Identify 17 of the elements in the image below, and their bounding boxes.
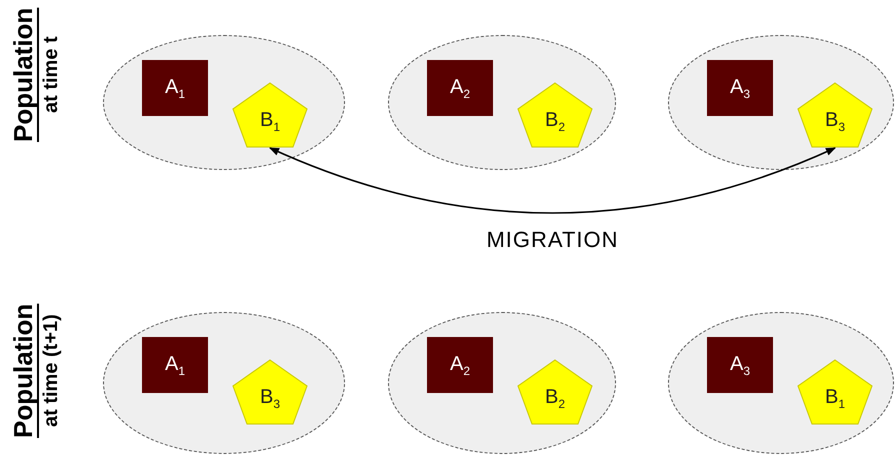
row-subheading: at time (t+1)	[40, 314, 63, 430]
square-marker: A$_{3}$	[707, 337, 773, 393]
row-heading: Population	[8, 6, 39, 144]
square-marker: A$_{3}$	[707, 60, 773, 116]
row-heading: Population	[8, 302, 39, 440]
pentagon-marker: B$_{3}$	[232, 359, 308, 425]
square-marker: A$_{1}$	[142, 60, 208, 116]
pentagon-marker: B$_{2}$	[517, 359, 593, 425]
row-subheading: at time t	[40, 36, 63, 116]
pentagon-marker: B$_{1}$	[797, 359, 873, 425]
square-marker: A$_{1}$	[142, 337, 208, 393]
pentagon-marker: B$_{2}$	[517, 82, 593, 148]
square-marker: A$_{2}$	[427, 60, 493, 116]
pentagon-marker: B$_{1}$	[232, 82, 308, 148]
square-marker: A$_{2}$	[427, 337, 493, 393]
pentagon-marker: B$_{3}$	[797, 82, 873, 148]
curved-arrow	[269, 147, 836, 214]
